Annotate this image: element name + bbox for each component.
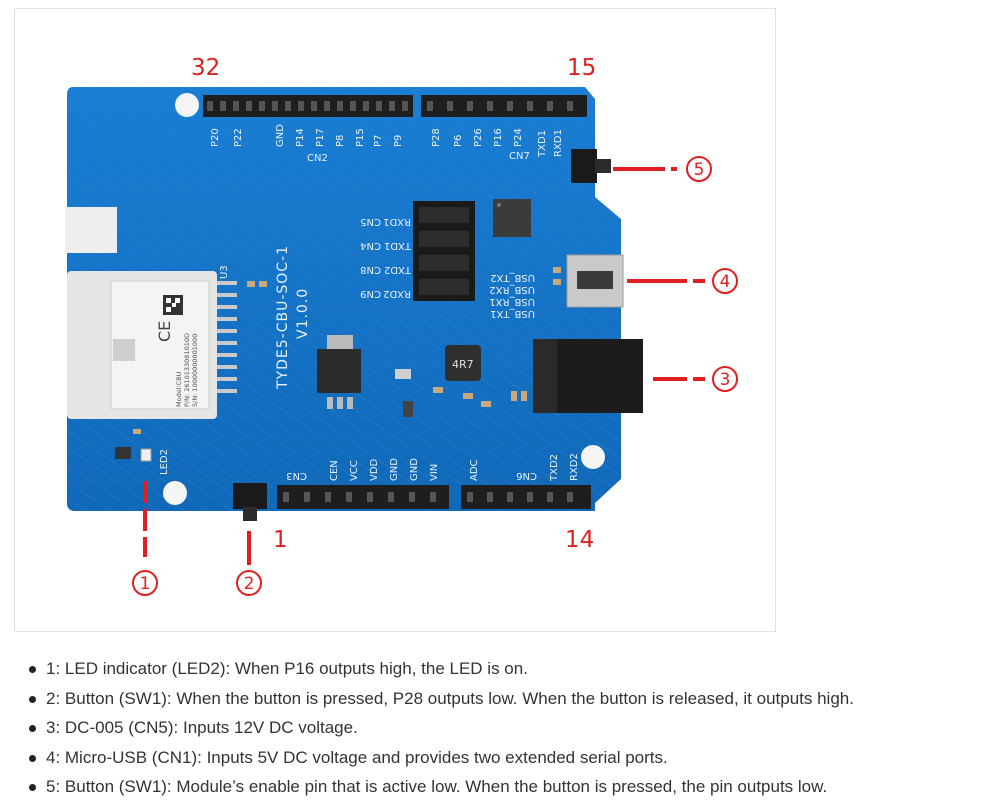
svg-text:RXD1: RXD1 <box>553 129 564 157</box>
svg-text:LED2: LED2 <box>159 449 170 475</box>
mounting-hole <box>175 93 199 117</box>
pin-label-15: 15 <box>567 55 596 81</box>
svg-text:P28: P28 <box>431 128 442 147</box>
led-indicator <box>140 448 152 462</box>
svg-text:CN5: CN5 <box>360 216 381 227</box>
svg-text:TXD2: TXD2 <box>549 454 560 482</box>
pin-label-32: 32 <box>191 55 220 81</box>
svg-text:RXD1: RXD1 <box>383 216 411 227</box>
svg-text:3: 3 <box>720 370 731 390</box>
top-header-right <box>421 95 587 117</box>
svg-text:U3: U3 <box>219 265 230 279</box>
note-item: 5: Button (SW1): Module’s enable pin tha… <box>29 772 986 802</box>
board-version: V1.0.0 <box>295 288 311 339</box>
notes-list: 1: LED indicator (LED2): When P16 output… <box>28 654 986 802</box>
callout-3: 3 <box>712 366 738 392</box>
svg-text:S/N: 10000000001000: S/N: 10000000001000 <box>191 334 199 407</box>
svg-text:Model:CBU: Model:CBU <box>175 371 183 407</box>
top-header-right-pins <box>427 101 573 111</box>
board-name: TYDE5-CBU-SOC-1 <box>275 245 291 390</box>
jumper-silk: RXD1 TXD1 TXD2 RXD2 CN5 CN4 CN8 CN9 USB_… <box>360 216 535 319</box>
module-chip <box>113 339 135 361</box>
p28-button <box>233 483 267 509</box>
svg-text:P24: P24 <box>513 128 524 147</box>
note-item: 1: LED indicator (LED2): When P16 output… <box>29 654 986 684</box>
svg-text:GND: GND <box>409 458 420 481</box>
svg-text:P17: P17 <box>315 128 326 147</box>
board-diagram: 32 15 1 14 <box>65 55 738 596</box>
mounting-hole <box>581 445 605 469</box>
note-item: 4: Micro-USB (CN1): Inputs 5V DC voltage… <box>29 743 986 773</box>
top-pin-silk: P20 P22 GND P14 P17 P8 P15 P7 P9 P28 P6 … <box>210 124 564 164</box>
svg-text:RXD2: RXD2 <box>569 453 580 481</box>
svg-text:4R7: 4R7 <box>452 358 474 371</box>
module-castellations <box>217 281 237 393</box>
label-sticker <box>65 207 117 253</box>
svg-text:CN4: CN4 <box>360 240 381 251</box>
svg-text:CN3: CN3 <box>286 470 307 481</box>
svg-text:P7: P7 <box>373 135 384 147</box>
bottom-pin-silk: CEN VCC VDD GND GND VIN ADC TXD2 RXD2 CN… <box>286 453 580 482</box>
svg-text:CN9: CN9 <box>360 288 381 299</box>
callout-5: 5 <box>686 156 712 182</box>
svg-text:GND: GND <box>389 458 400 481</box>
svg-text:1: 1 <box>140 574 151 594</box>
svg-text:USB_RX2: USB_RX2 <box>489 284 535 295</box>
svg-text:P26: P26 <box>473 128 484 147</box>
svg-text:P6: P6 <box>453 135 464 147</box>
svg-text:USB_TX2: USB_TX2 <box>490 272 535 283</box>
svg-text:ADC: ADC <box>469 459 480 481</box>
svg-text:CEN: CEN <box>329 460 340 481</box>
svg-text:CE: CE <box>155 321 174 342</box>
svg-text:P16: P16 <box>493 128 504 147</box>
svg-text:4: 4 <box>720 272 731 292</box>
module-text: Model:CBU P/N: 2610133081010D S/N: 10000… <box>175 333 199 407</box>
micro-usb-port <box>566 254 624 308</box>
svg-text:P9: P9 <box>393 135 404 147</box>
svg-text:TXD1: TXD1 <box>537 130 548 158</box>
note-item: 3: DC-005 (CN5): Inputs 12V DC voltage. <box>29 713 986 743</box>
svg-text:CN8: CN8 <box>360 264 381 275</box>
enable-button-cap <box>595 159 611 173</box>
top-header-left-pins <box>207 101 408 111</box>
svg-text:CN6: CN6 <box>516 470 537 481</box>
callout-4: 4 <box>712 268 738 294</box>
svg-text:CN7: CN7 <box>509 151 530 162</box>
svg-text:CN2: CN2 <box>307 153 328 164</box>
top-header-left <box>203 95 413 117</box>
pin-label-1: 1 <box>273 527 288 553</box>
bottom-header-left <box>277 485 449 509</box>
smd-components <box>115 267 561 459</box>
svg-text:USB_RX1: USB_RX1 <box>489 296 535 307</box>
mounting-hole <box>163 481 187 505</box>
svg-text:P8: P8 <box>335 135 346 147</box>
svg-text:GND: GND <box>275 124 286 147</box>
board-figure: 32 15 1 14 <box>14 8 776 632</box>
inductor <box>445 345 481 381</box>
svg-text:P22: P22 <box>233 128 244 147</box>
svg-text:USB_TX1: USB_TX1 <box>490 308 535 319</box>
svg-text:P14: P14 <box>295 128 306 147</box>
svg-text:2: 2 <box>244 574 255 594</box>
svg-text:P/N: 2610133081010D: P/N: 2610133081010D <box>183 333 191 407</box>
callout-2: 2 <box>236 570 262 596</box>
micro-usb-opening <box>577 271 613 289</box>
svg-text:TXD1: TXD1 <box>384 240 412 251</box>
p28-button-cap <box>243 507 257 521</box>
note-item: 2: Button (SW1): When the button is pres… <box>29 684 986 714</box>
svg-text:TXD2: TXD2 <box>384 264 412 275</box>
svg-text:P20: P20 <box>210 128 221 147</box>
svg-text:P15: P15 <box>355 128 366 147</box>
enable-button <box>571 149 597 183</box>
svg-text:5: 5 <box>694 160 705 180</box>
voltage-regulator <box>317 349 361 393</box>
pin-label-14: 14 <box>565 527 594 553</box>
svg-text:VDD: VDD <box>369 458 380 481</box>
jumper-block <box>413 201 475 301</box>
svg-text:VCC: VCC <box>349 460 360 481</box>
svg-text:VIN: VIN <box>429 464 440 481</box>
callout-1: 1 <box>132 570 158 596</box>
svg-text:RXD2: RXD2 <box>383 288 411 299</box>
